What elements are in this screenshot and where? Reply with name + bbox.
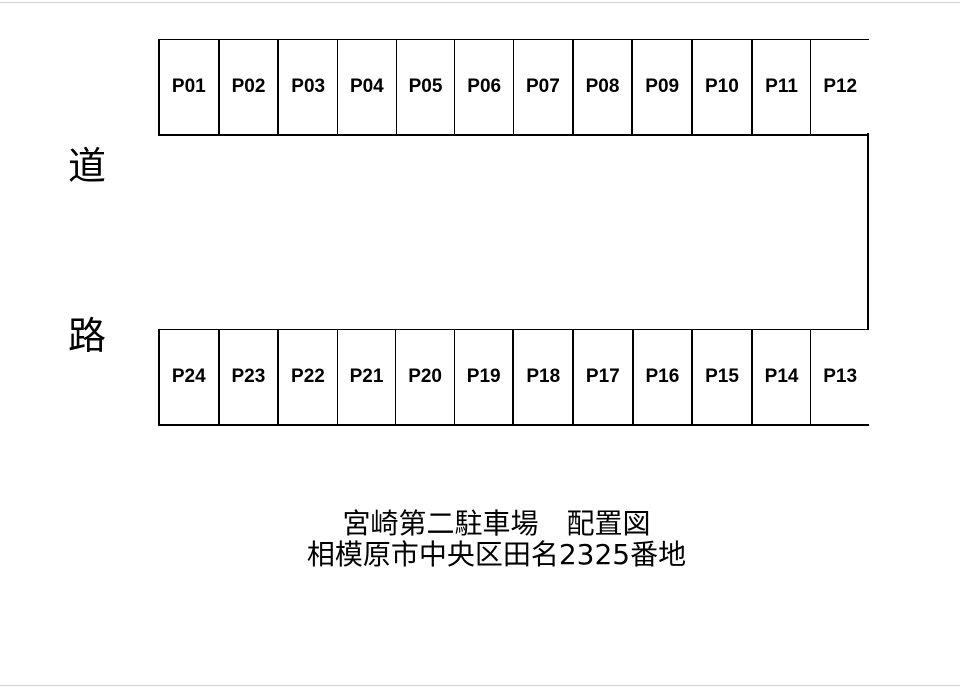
- parking-stall: P21: [336, 330, 396, 424]
- parking-stall: P24: [158, 330, 218, 424]
- parking-stall: P06: [454, 40, 513, 134]
- parking-stall: P11: [750, 40, 811, 134]
- parking-stall: P08: [571, 40, 632, 134]
- parking-stall: P22: [277, 330, 337, 424]
- parking-stall: P04: [337, 40, 396, 134]
- parking-stall: P07: [513, 40, 572, 134]
- parking-stall: P23: [217, 330, 278, 424]
- parking-stall: P15: [691, 330, 751, 424]
- parking-stall: P03: [277, 40, 337, 134]
- road-label-char-2: 路: [68, 314, 107, 358]
- parking-stall: P17: [572, 330, 632, 424]
- parking-stall: P18: [512, 330, 572, 424]
- parking-stall: P02: [217, 40, 278, 134]
- parking-stall: P16: [631, 330, 692, 424]
- right-boundary-line: [867, 133, 869, 330]
- parking-stall: P01: [158, 40, 218, 134]
- parking-stall: P13: [810, 330, 869, 424]
- road-label-char-1: 道: [68, 144, 107, 188]
- diagram-address: 相模原市中央区田名2325番地: [306, 538, 687, 571]
- page-edge-bottom: [0, 685, 960, 686]
- parking-stall: P10: [691, 40, 751, 134]
- parking-row-bottom: P24 P23 P22 P21 P20 P19 P18 P17 P16 P15 …: [158, 329, 869, 426]
- page-edge-top: [0, 2, 960, 3]
- parking-stall: P05: [395, 40, 455, 134]
- parking-stall: P09: [631, 40, 691, 134]
- parking-stall: P14: [750, 330, 811, 424]
- parking-row-top: P01 P02 P03 P04 P05 P06 P07 P08 P09 P10 …: [158, 39, 869, 136]
- diagram-title: 宮崎第二駐車場 配置図: [342, 507, 651, 540]
- parking-stall: P12: [810, 40, 869, 134]
- parking-stall: P20: [395, 330, 454, 424]
- parking-stall: P19: [453, 330, 513, 424]
